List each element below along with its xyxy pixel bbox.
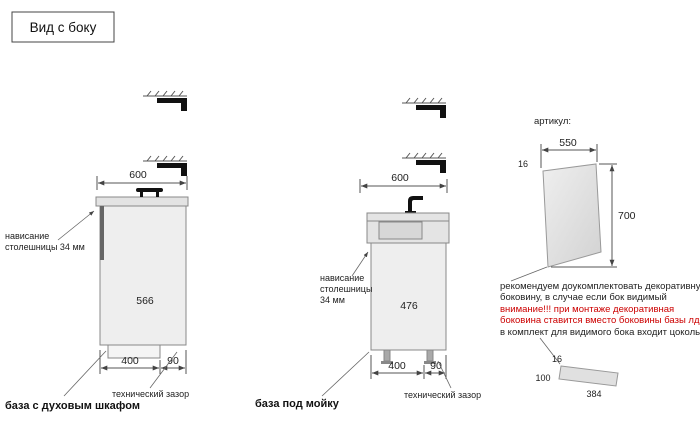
overhang-line1: нависание [320, 273, 364, 283]
page-title: Вид с боку [30, 20, 97, 35]
overhang-note: нависание столешницы 34 мм [5, 210, 95, 252]
note-line3: в комплект для видимого бока входит цоко… [500, 327, 700, 338]
tech-gap-note: технический зазор [112, 351, 189, 399]
artikul-label: артикул: [534, 116, 571, 127]
panel-notes: рекомендуем доукомплектовать декоративну… [500, 266, 700, 338]
dim-400-label: 400 [388, 360, 406, 372]
note-line1: рекомендуем доукомплектовать декоративну… [500, 281, 700, 292]
dim-90-label: 90 [167, 355, 179, 367]
tech-gap-label: технический зазор [112, 389, 189, 399]
countertop-profile-icon [143, 90, 187, 111]
overhang-note: нависание столешницы 34 мм [320, 251, 372, 305]
tech-gap-label: технический зазор [404, 390, 481, 400]
plinth-thickness-label: 16 [552, 354, 562, 364]
plinth-drawing: 16 100 384 [535, 337, 619, 399]
countertop-slab [95, 196, 189, 207]
cabinet-legs [381, 349, 436, 364]
oven-handle [136, 188, 163, 197]
depth-566-label: 566 [136, 295, 154, 307]
dimension-panel-height: 700 [551, 163, 636, 268]
sink-bowl [378, 221, 423, 240]
view-title-box: Вид с боку [11, 11, 115, 43]
title-frame [11, 11, 115, 43]
countertop-profile-icon [402, 152, 446, 173]
dim-90-label: 90 [430, 360, 442, 372]
caption-text: база с духовым шкафом [5, 400, 140, 412]
cabinet-body [99, 205, 187, 346]
overhang-line2: столешницы 34 мм [5, 242, 85, 252]
dim-600-label: 600 [391, 172, 409, 184]
decorative-side-panel [542, 163, 602, 268]
tech-gap-note: технический зазор [404, 360, 481, 400]
sink-base-caption: база под мойку [255, 351, 370, 410]
overhang-line3: 34 мм [320, 295, 345, 305]
warning-line2: боковина ставится вместо боковины базы л… [500, 315, 700, 326]
depth-476-label: 476 [400, 300, 418, 312]
plinth-height-label: 100 [535, 373, 550, 383]
oven-base-diagram: 600 566 нависание столешницы 34 мм [5, 90, 189, 412]
faucet-icon [405, 196, 423, 214]
oven-base-caption: база с духовым шкафом [5, 350, 140, 412]
sink-base-diagram: 600 476 нависание столешницы 34 мм [255, 97, 481, 410]
dimension-top-width: 600 [96, 169, 188, 190]
plinth-width-label: 384 [586, 389, 601, 399]
plinth-strip [558, 365, 619, 387]
countertop-profile-icon [402, 97, 446, 118]
dimension-top-width: 600 [359, 172, 448, 193]
note-line2: боковину, в случае если бок видимый [500, 292, 667, 303]
dim-550-label: 550 [559, 137, 577, 149]
side-panel-section: артикул: 550 16 700 рекомендуем доукомпл… [500, 116, 700, 399]
cabinet-body [370, 242, 447, 351]
caption-text: база под мойку [255, 398, 340, 410]
sink-cabinet: 476 [366, 196, 450, 364]
dim-400-label: 400 [121, 355, 139, 367]
dim-700-label: 700 [618, 210, 636, 222]
plinth [107, 344, 161, 359]
oven-cabinet: 566 [95, 188, 189, 359]
dim-600-label: 600 [129, 169, 147, 181]
dimension-bottom: 400 90 [370, 355, 447, 379]
dimension-panel-width: 550 [540, 137, 598, 168]
oven-door-edge [100, 206, 104, 260]
warning-line1: внимание!!! при монтаже декоративная [500, 304, 674, 315]
countertop-profile-icon [143, 155, 187, 176]
overhang-line1: нависание [5, 231, 49, 241]
overhang-line2: столешницы [320, 284, 372, 294]
panel-thickness-label: 16 [518, 159, 528, 169]
